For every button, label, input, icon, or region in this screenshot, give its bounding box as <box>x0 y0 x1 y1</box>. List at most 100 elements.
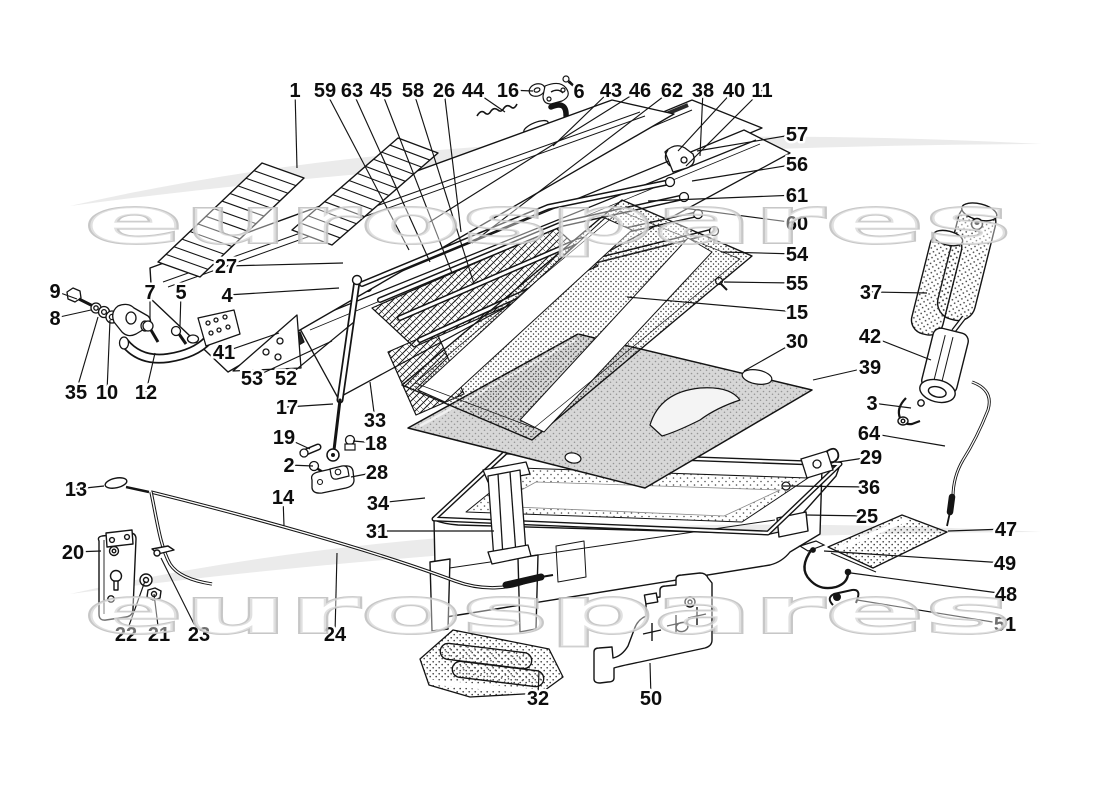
rubber-mat-32 <box>419 629 564 698</box>
louvre-slat <box>299 222 341 239</box>
part-label-11: 11 <box>751 80 772 102</box>
striker-16 <box>528 75 575 105</box>
leader-line-55 <box>723 281 798 284</box>
leader-line-18 <box>352 440 377 444</box>
leader-line-39 <box>812 366 871 381</box>
leader-line-52 <box>285 321 355 379</box>
part-label-50: 50 <box>640 688 662 710</box>
leader-line-17 <box>286 403 334 408</box>
part-label-43: 43 <box>600 80 622 102</box>
leader-line-16 <box>507 89 534 92</box>
carpet-grommet <box>564 452 582 464</box>
leader-line-40 <box>677 89 735 152</box>
leader-line-42 <box>869 335 932 361</box>
leader-line-19 <box>283 436 311 450</box>
part-label-29: 29 <box>860 447 882 469</box>
leader-line-6 <box>567 81 580 92</box>
part-label-56: 56 <box>786 154 808 176</box>
leader-line-57 <box>696 133 798 152</box>
louvre-slat <box>213 208 257 225</box>
leader-line-27 <box>225 262 344 267</box>
release-cable <box>149 490 554 590</box>
louvre-slat <box>365 165 406 182</box>
leader-line-9 <box>54 290 78 300</box>
leader-line-34 <box>377 497 426 504</box>
louvred-bonnet-lid <box>149 99 675 373</box>
louvre-slat <box>357 172 398 189</box>
part-label-4: 4 <box>221 285 233 307</box>
part-label-35: 35 <box>65 382 87 404</box>
part-label-7: 7 <box>144 282 155 304</box>
leader-line-46 <box>427 89 641 224</box>
part-label-46: 46 <box>629 80 651 102</box>
screw-6 <box>562 75 570 83</box>
leader-line-15 <box>626 296 798 313</box>
part-label-53: 53 <box>241 368 263 390</box>
louvre-slat <box>373 158 414 175</box>
tab-49 <box>798 540 826 552</box>
part-label-27: 27 <box>215 256 237 278</box>
leader-line-59 <box>324 89 410 251</box>
leader-line-49 <box>823 550 1006 564</box>
part-label-40: 40 <box>723 80 745 102</box>
part-label-38: 38 <box>692 80 714 102</box>
louvre-bank-1 <box>157 162 305 278</box>
louvre-slat <box>381 151 422 168</box>
part-label-64: 64 <box>858 423 881 445</box>
carpet-folded-flap <box>649 387 741 437</box>
louvre-slat <box>229 192 273 209</box>
gas-strut-group <box>299 274 363 494</box>
part-label-8: 8 <box>49 308 60 330</box>
part-label-37: 37 <box>860 282 882 304</box>
part-label-6: 6 <box>573 81 584 103</box>
leader-line-2 <box>288 464 314 467</box>
part-label-62: 62 <box>661 80 683 102</box>
leader-line-43 <box>552 89 612 147</box>
leader-line-60 <box>682 207 798 224</box>
part-label-9: 9 <box>49 281 60 303</box>
leader-line-29 <box>837 456 872 463</box>
louvre-slat <box>348 179 390 196</box>
part-label-12: 12 <box>135 382 157 404</box>
part-label-59: 59 <box>314 80 336 102</box>
model-script-emblem <box>476 103 518 117</box>
leader-line-14 <box>282 496 285 527</box>
part-label-14: 14 <box>272 487 295 509</box>
bolt-9 <box>66 287 82 303</box>
part-label-30: 30 <box>786 331 808 353</box>
leader-line-22 <box>125 580 146 635</box>
part-label-10: 10 <box>96 382 118 404</box>
part-label-48: 48 <box>995 584 1017 606</box>
louvre-slat <box>237 185 281 202</box>
part-label-1: 1 <box>289 80 300 102</box>
louvre-bank-2 <box>291 137 439 246</box>
leader-line-11 <box>685 89 763 167</box>
part-label-20: 20 <box>62 542 84 564</box>
leader-line-28 <box>350 471 378 478</box>
leader-line-38 <box>699 89 704 157</box>
leader-line-41 <box>223 332 280 353</box>
leader-line-35 <box>75 316 99 393</box>
part-label-15: 15 <box>786 302 808 324</box>
louvre-slat <box>253 170 297 187</box>
cable-ferrule <box>502 573 545 589</box>
leader-line-51 <box>856 599 1006 625</box>
carpet-hole <box>741 369 773 385</box>
part-label-58: 58 <box>402 80 424 102</box>
louvre-slat <box>165 253 209 270</box>
part-label-47: 47 <box>995 519 1017 541</box>
tool-roll-37 <box>910 202 998 336</box>
louvre-slat <box>316 208 357 225</box>
leader-line-37 <box>870 291 928 294</box>
cable-connector <box>946 493 956 516</box>
leader-line-1 <box>294 89 298 169</box>
louvre-slat <box>221 200 265 217</box>
louvre-slat <box>173 246 217 263</box>
louvre-slat <box>332 194 373 211</box>
louvre-slat <box>324 201 365 218</box>
leader-line-26 <box>443 89 462 233</box>
louvre-slat <box>181 238 225 255</box>
bonnet-corner-plate <box>232 314 305 372</box>
part-label-19: 19 <box>273 427 295 449</box>
leader-lines <box>54 81 1007 699</box>
